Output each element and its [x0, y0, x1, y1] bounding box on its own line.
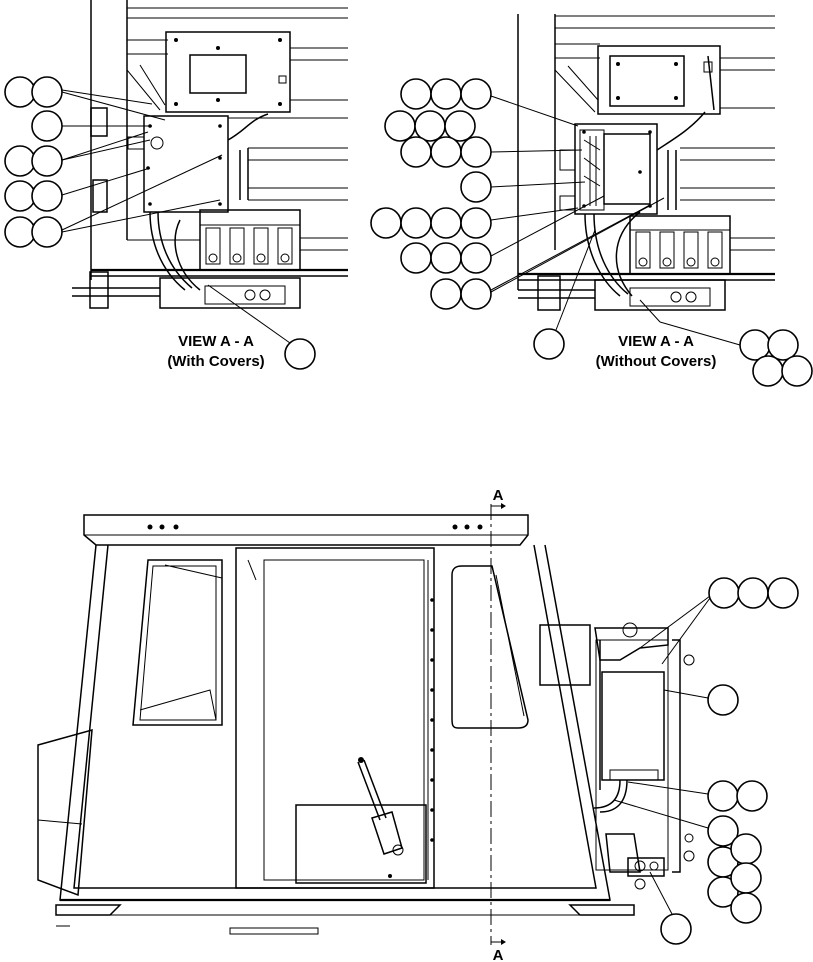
section-marker-top: A	[493, 487, 504, 504]
callout-group-r4	[370, 207, 579, 239]
callout-group-c3	[627, 780, 768, 812]
callout-group-r6	[430, 197, 665, 310]
callout-group-l1	[4, 76, 166, 121]
section-marker-bottom: A	[493, 947, 504, 962]
left-view-drawing	[72, 0, 348, 309]
left-view-subtitle: (With Covers)	[167, 353, 264, 370]
callout-group-r3	[460, 171, 586, 203]
callout-group-r5	[400, 195, 605, 274]
right-view-title: VIEW A - A	[618, 333, 694, 350]
callout-group-c5	[649, 871, 692, 945]
right-view-subtitle: (Without Covers)	[596, 353, 717, 370]
callout-group-r7	[533, 229, 596, 360]
callout-group-c2	[663, 684, 739, 716]
callout-group-r8	[639, 299, 813, 387]
cab-drawing	[37, 514, 695, 935]
callout-group-l5	[4, 154, 223, 248]
callout-group-l2	[31, 110, 152, 142]
callout-group-l3	[4, 131, 151, 177]
callout-group-r2	[384, 110, 583, 168]
callout-group-c1	[639, 577, 799, 665]
callout-group-r1	[400, 78, 579, 127]
section-line	[490, 503, 506, 945]
callout-group-c4	[613, 799, 762, 924]
callout-group-l6	[207, 284, 316, 370]
callout-group-l4	[4, 167, 151, 212]
left-view-title: VIEW A - A	[178, 333, 254, 350]
right-view-drawing	[517, 14, 775, 311]
